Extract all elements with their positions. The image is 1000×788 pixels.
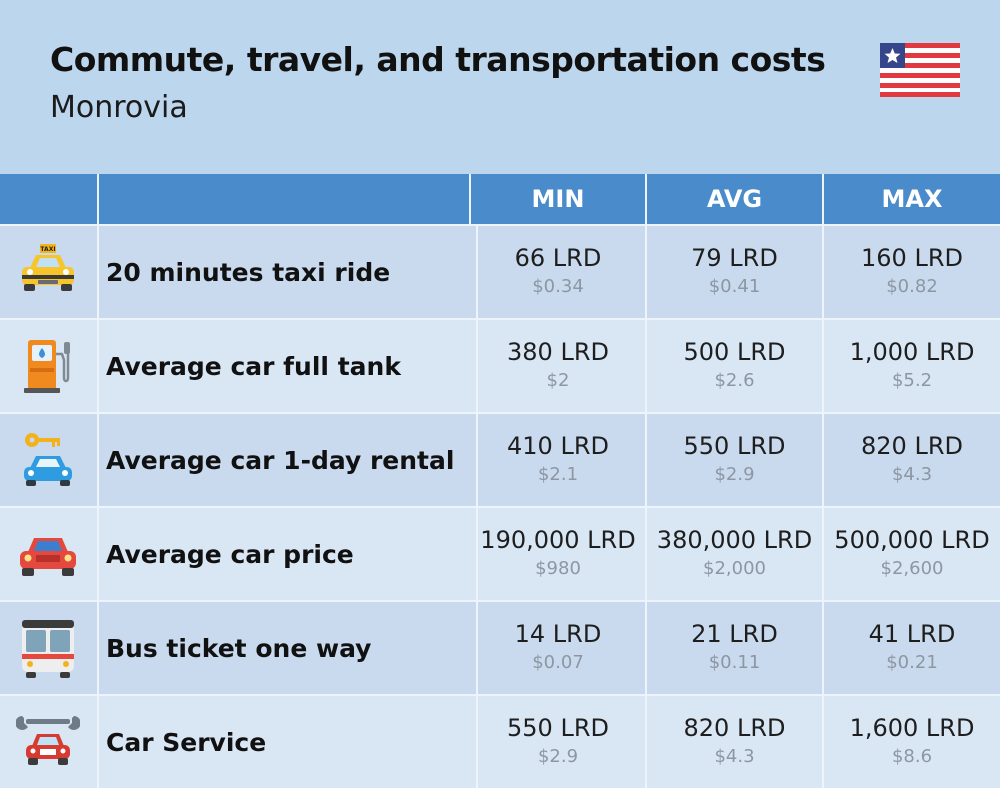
avg-cell: 820 LRD $4.3 [647,696,824,788]
table-row: TAXI 20 minutes taxi ride 66 LRD $0.34 79… [0,224,1000,318]
min-usd: $0.34 [532,276,584,297]
max-cell: 820 LRD $4.3 [824,414,1000,506]
max-lrd: 1,000 LRD [849,338,975,366]
row-icon-cell [0,414,99,506]
avg-usd: $0.41 [708,276,761,297]
liberia-flag-icon [880,43,960,97]
min-cell: 66 LRD $0.34 [471,226,647,318]
max-usd: $4.3 [891,464,933,485]
city-name: Monrovia [50,90,188,125]
row-icon-cell [0,508,99,600]
header-icon-cell [0,174,99,224]
min-lrd: 66 LRD [514,244,602,272]
table-row: Average car 1-day rental 410 LRD $2.1 550… [0,412,1000,506]
row-icon-cell: TAXI [0,226,99,318]
max-cell: 41 LRD $0.21 [824,602,1000,694]
avg-cell: 500 LRD $2.6 [647,320,824,412]
table-row: Average car price 190,000 LRD $980 380,00… [0,506,1000,600]
column-header-min: MIN [471,174,647,224]
min-usd: $980 [535,558,581,579]
avg-usd: $0.11 [708,652,761,673]
avg-lrd: 500 LRD [683,338,786,366]
header-label-cell [99,174,471,224]
max-lrd: 1,600 LRD [849,714,975,742]
min-usd: $2 [546,370,570,391]
min-lrd: 190,000 LRD [480,526,636,554]
row-icon-cell [0,320,99,412]
min-usd: $0.07 [532,652,584,673]
max-lrd: 41 LRD [868,620,956,648]
min-cell: 14 LRD $0.07 [471,602,647,694]
min-usd: $2.9 [537,746,579,767]
column-header-max: MAX [881,185,943,213]
column-header-avg: AVG [647,174,824,224]
max-usd: $2,600 [880,558,944,579]
table-row: Bus ticket one way 14 LRD $0.07 21 LRD $0.… [0,600,1000,694]
car-rental-icon [24,433,72,486]
min-cell: 410 LRD $2.1 [471,414,647,506]
max-usd: $0.21 [886,652,938,673]
avg-cell: 21 LRD $0.11 [647,602,824,694]
min-lrd: 380 LRD [507,338,609,366]
avg-usd: $2.6 [714,370,755,391]
max-cell: 1,600 LRD $8.6 [824,696,1000,788]
min-cell: 190,000 LRD $980 [471,508,647,600]
max-lrd: 160 LRD [861,244,963,272]
min-cell: 550 LRD $2.9 [471,696,647,788]
bus-icon [22,620,74,678]
avg-lrd: 79 LRD [691,244,778,272]
min-lrd: 410 LRD [507,432,609,460]
row-icon-cell [0,602,99,694]
avg-cell: 380,000 LRD $2,000 [647,508,824,600]
min-usd: $2.1 [537,464,579,485]
max-cell: 1,000 LRD $5.2 [824,320,1000,412]
min-lrd: 14 LRD [514,620,602,648]
avg-lrd: 380,000 LRD [656,526,813,554]
avg-cell: 550 LRD $2.9 [647,414,824,506]
table-header-row: MIN AVG MAX [0,174,1000,224]
max-lrd: 500,000 LRD [834,526,990,554]
row-label: Average car price [99,508,478,600]
avg-lrd: 550 LRD [683,432,786,460]
max-usd: $5.2 [891,370,933,391]
car-service-icon [16,716,80,765]
row-label: Average car full tank [99,320,478,412]
avg-cell: 79 LRD $0.41 [647,226,824,318]
max-usd: $0.82 [886,276,938,297]
row-icon-cell [0,696,99,788]
row-label: Bus ticket one way [99,602,478,694]
table-row: Car Service 550 LRD $2.9 820 LRD $4.3 1,60… [0,694,1000,788]
header: Commute, travel, and transportation cost… [0,0,1000,172]
table-row: Average car full tank 380 LRD $2 500 LRD $… [0,318,1000,412]
avg-usd: $4.3 [714,746,755,767]
fuel-pump-icon [24,340,70,393]
min-lrd: 550 LRD [507,714,609,742]
max-cell: 160 LRD $0.82 [824,226,1000,318]
row-label: Average car 1-day rental [99,414,478,506]
page-title: Commute, travel, and transportation cost… [50,40,826,79]
max-usd: $8.6 [891,746,933,767]
avg-usd: $2,000 [703,558,766,579]
row-label: Car Service [99,696,478,788]
avg-usd: $2.9 [714,464,755,485]
avg-lrd: 820 LRD [683,714,786,742]
taxi-sign-text: TAXI [40,246,55,253]
car-icon [20,538,76,576]
avg-lrd: 21 LRD [691,620,778,648]
taxi-icon: TAXI [22,244,74,291]
max-cell: 500,000 LRD $2,600 [824,508,1000,600]
row-label: 20 minutes taxi ride [99,226,478,318]
max-lrd: 820 LRD [861,432,963,460]
cost-table: MIN AVG MAX TAXI 20 minutes taxi ride 66… [0,174,1000,788]
min-cell: 380 LRD $2 [471,320,647,412]
